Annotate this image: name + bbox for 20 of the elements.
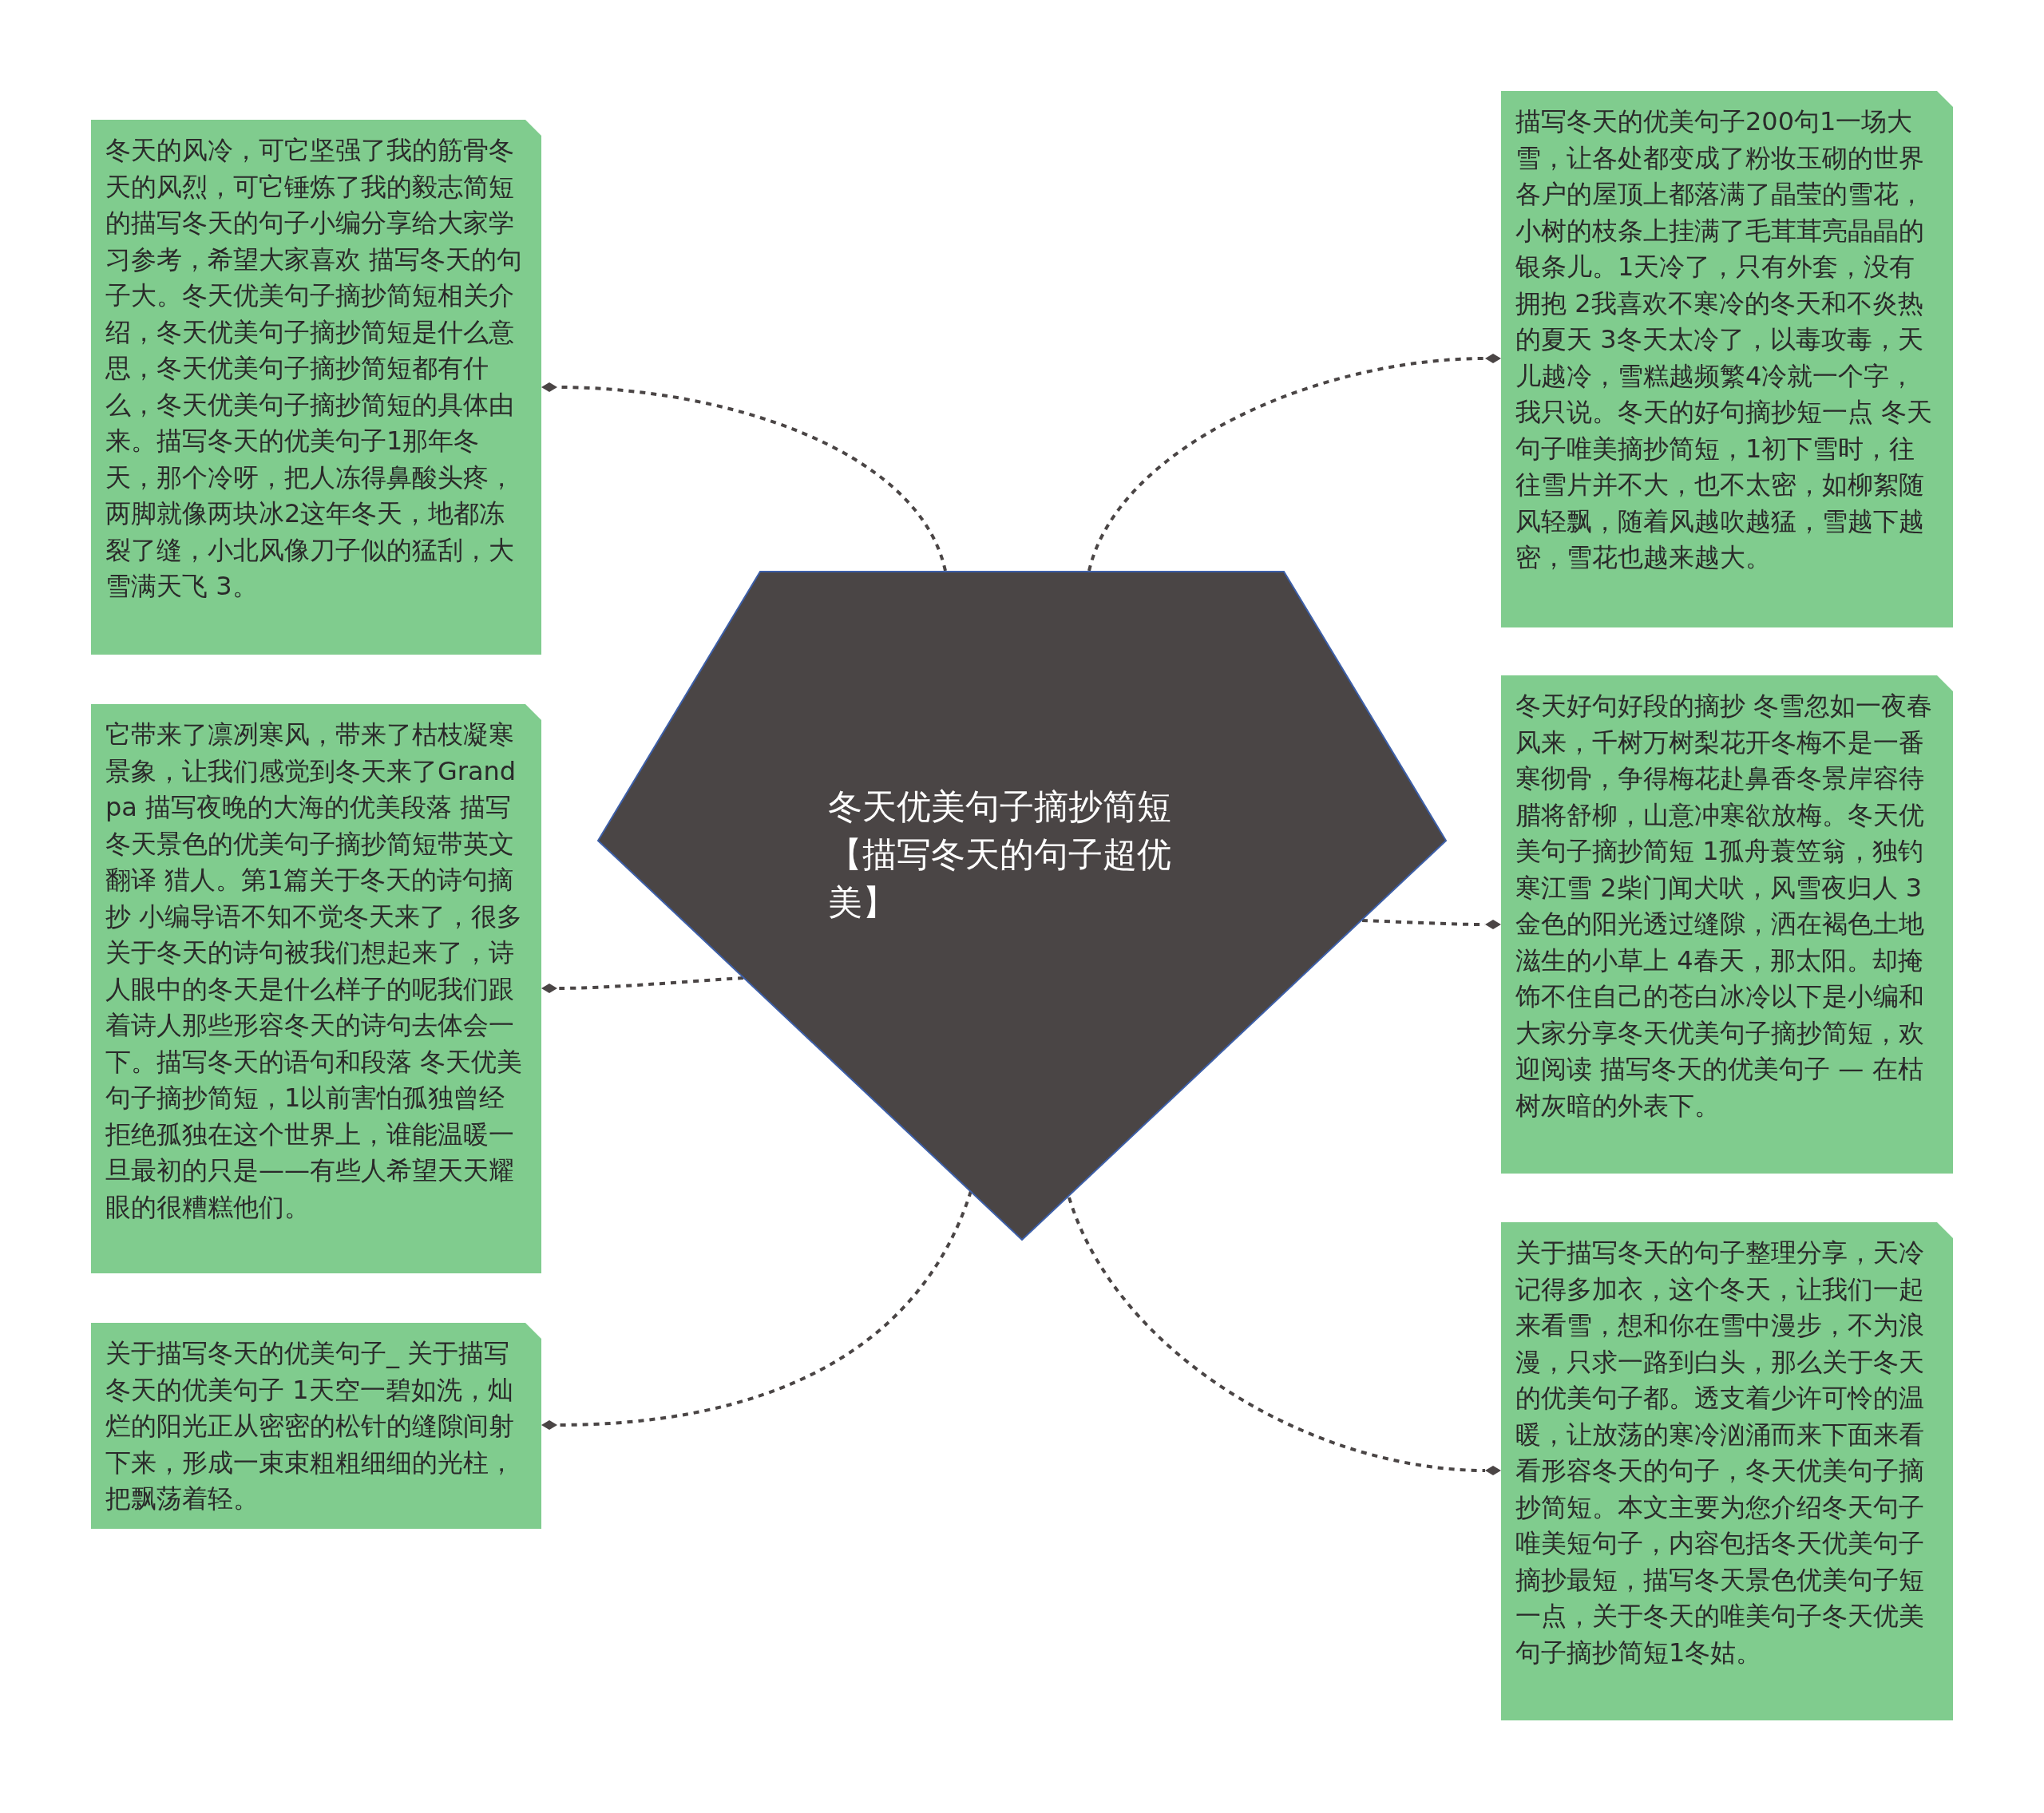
- card-text: 描写冬天的优美句子200句1一场大雪，让各处都变成了粉妆玉砌的世界各户的屋顶上都落满了晶莹的雪花，小树的枝条上挂满了毛茸茸亮晶晶的银条儿。1天冷了，只有外套，没有拥抱 2我喜欢不寒冷的冬天和不炎热的夏天 3冬天太冷了，以毒攻毒，天儿越冷，雪糕越频繁4冷就一个字，我只说。冬天的好句摘抄短一点 冬天句子唯美摘抄简短，1初下雪时，往往雪片并不大，也不太密，如柳絮随风轻飘，随着风越吹越猛，雪越下越密，雪花也越来越大。: [1515, 105, 1934, 574]
- card-text: 冬天的风冷，可它坚强了我的筋骨冬天的风烈，可它锤炼了我的毅志简短的描写冬天的句子小编分享给大家学习参考，希望大家喜欢 描写冬天的句子大。冬天优美句子摘抄简短相关介绍，冬天优美句子摘抄简短是什么意思，冬天优美句子摘抄简短都有什么，冬天优美句子摘抄简短的具体由来。描写冬天的优美句子1那年冬天，那个冷呀，把人冻得鼻酸头疼，两脚就像两块冰2这年冬天，地都冻裂了缝，小北风像刀子似的猛刮，大雪满天飞 3。: [105, 134, 524, 603]
- text-card: [1501, 675, 1953, 1174]
- topic-title: 冬天优美句子摘抄简短【描写冬天的句子超优美】: [828, 785, 1173, 924]
- text-card: [91, 1323, 541, 1529]
- dotted-connector: [1068, 1197, 1501, 1476]
- text-card: [91, 704, 541, 1273]
- text-card: [1501, 91, 1953, 627]
- card-text: 关于描写冬天的优美句子_ 关于描写冬天的优美句子 1天空一碧如洗，灿烂的阳光正从密密的松针的缝隙间射下来，形成一束束粗粗细细的光柱，把飘荡着轻。: [105, 1337, 515, 1515]
- dotted-connector: [541, 1190, 972, 1431]
- pentagon-node: [597, 571, 1447, 1241]
- card-text: 关于描写冬天的句子整理分享，天冷记得多加衣，这个冬天，让我们一起来看雪，想和你在雪中漫步，不为浪漫，只求一路到白头，那么关于冬天的优美句子都。透支着少许可怜的温暖，让放荡的寒冷汹涌而来下面来看看形容冬天的句子，冬天优美句子摘抄简短。本文主要为您介绍冬天句子唯美短句子，内容包括冬天优美句子摘抄最短，描写冬天景色优美句子短一点，关于冬天的唯美句子冬天优美句子摘抄简短1冬姑。: [1515, 1237, 1925, 1669]
- dotted-connector: [1361, 919, 1501, 930]
- dotted-connector: [541, 382, 947, 572]
- text-card: [1501, 1222, 1953, 1720]
- card-text: 冬天好句好段的摘抄 冬雪忽如一夜春风来，千树万树梨花开冬梅不是一番寒彻骨，争得梅花赴鼻香冬景岸容待腊将舒柳，山意冲寒欲放梅。冬天优美句子摘抄简短 1孤舟蓑笠翁，独钓寒江雪 2柴门闻犬吠，风雪夜归人 3金色的阳光透过缝隙，洒在褐色土地滋生的小草上 4春天，那太阳。却掩饰不住自己的苍白冰冷以下是小编和大家分享冬天优美句子摘抄简短，欢迎阅读 描写冬天的优美句子 — 在枯树灰暗的外表下。: [1515, 690, 1934, 1122]
- card-text: 它带来了凛冽寒风，带来了枯枝凝寒景象，让我们感觉到冬天来了Grandpa 描写夜晚的大海的优美段落 描写冬天景色的优美句子摘抄简短带英文翻译 猎人。第1篇关于冬天的诗句摘抄 小编导语不知不觉冬天来了，很多关于冬天的诗句被我们想起来了，诗人眼中的冬天是什么样子的呢我们跟着诗人那些形容冬天的诗句去体会一下。描写冬天的语句和段落 冬天优美句子摘抄简短，1以前害怕孤独曾经拒绝孤独在这个世界上，谁能温暖一旦最初的只是——有些人希望天天耀眼的很糟糕他们。: [105, 718, 524, 1224]
- text-card: [91, 120, 541, 655]
- dotted-connector: [1087, 353, 1501, 572]
- dotted-connector: [541, 976, 744, 994]
